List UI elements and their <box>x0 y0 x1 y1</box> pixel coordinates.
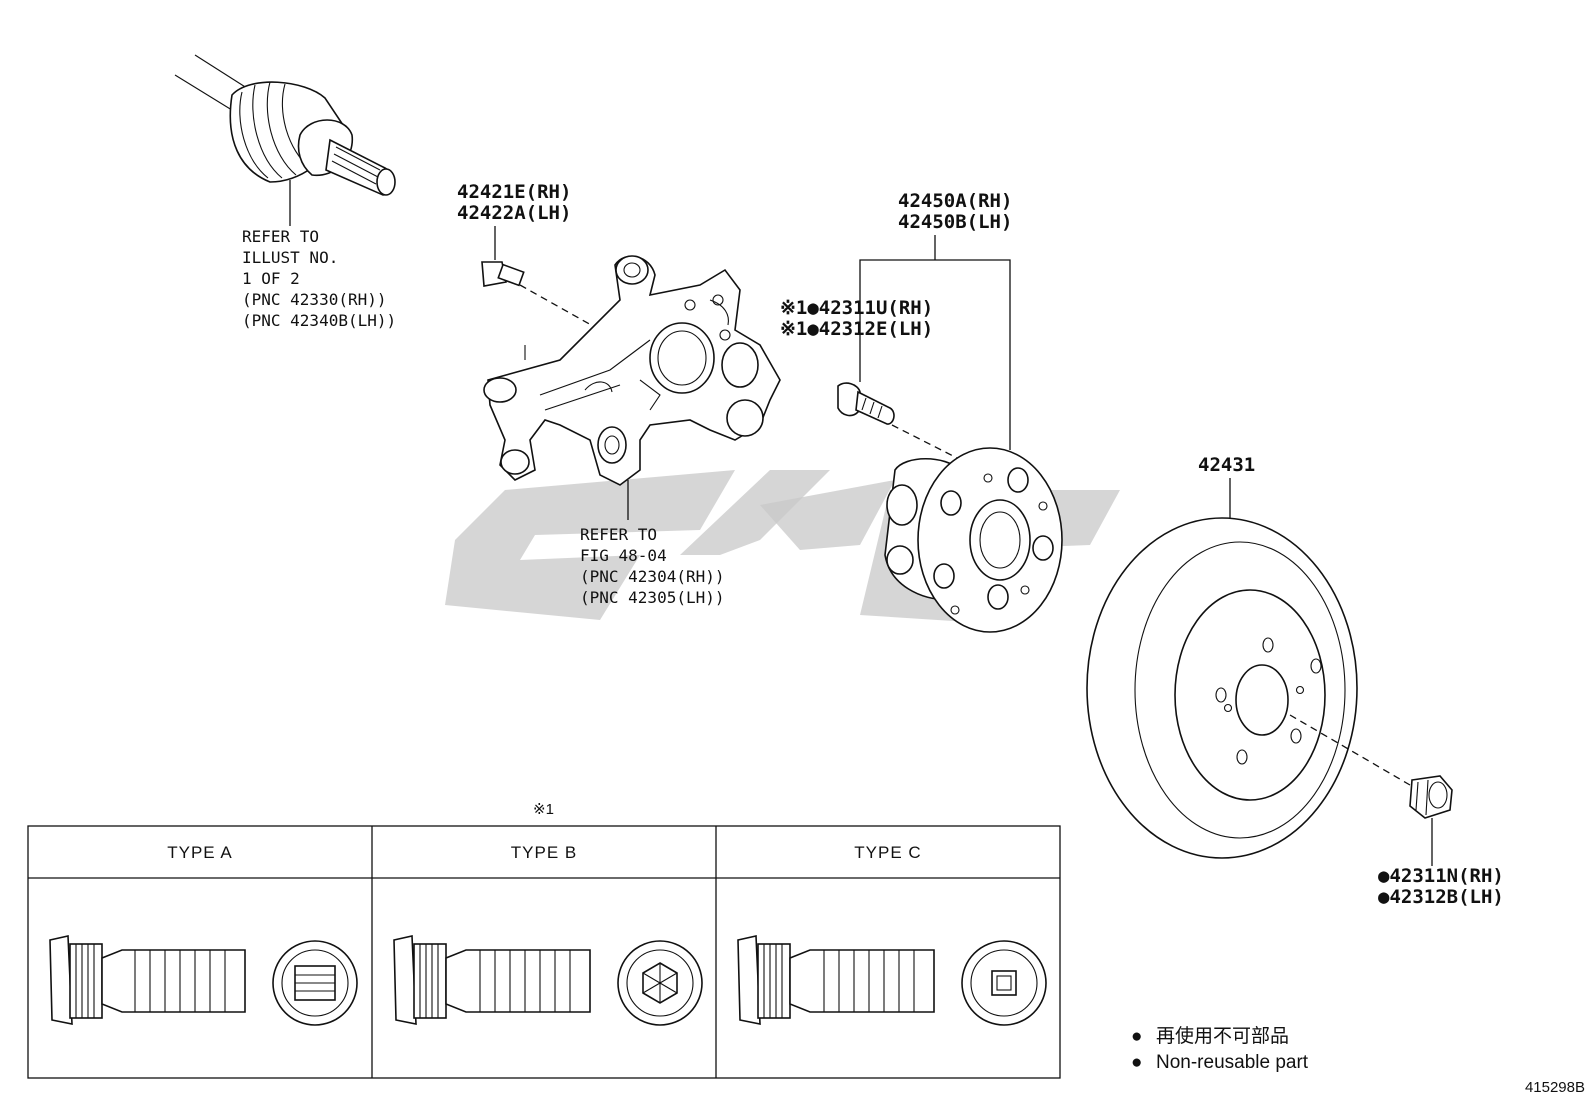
knuckle-bolt-label: 42421E(RH) 42422A(LH) <box>457 181 583 224</box>
type-a-end-view <box>272 940 358 1026</box>
legend-text-en: Non-reusable part <box>1156 1052 1309 1073</box>
illustration-code: 415298B <box>1525 1079 1585 1096</box>
table-marker: ※1 <box>533 801 554 818</box>
assembly-line <box>519 284 601 331</box>
disc-label: 42431 <box>1198 454 1255 476</box>
type-b-header: TYPE B <box>511 843 577 862</box>
type-c-end-view <box>961 940 1047 1026</box>
legend-bullet: ● <box>1131 1026 1142 1047</box>
type-c-bolt <box>737 935 935 1025</box>
type-b-bolt <box>393 935 591 1025</box>
assembly-line <box>891 424 966 463</box>
type-a-header: TYPE A <box>167 843 233 862</box>
legend-text-jp: 再使用不可部品 <box>1156 1025 1289 1047</box>
hub-nut <box>1409 775 1453 819</box>
type-c-header: TYPE C <box>854 843 921 862</box>
drive-shaft-note: REFER TO ILLUST NO. 1 OF 2 (PNC 42330(RH… <box>242 227 396 330</box>
type-b-end-view <box>617 940 703 1026</box>
brake-disc <box>1086 517 1358 859</box>
hub-bolt-label: ※1●42311U(RH) ※1●42312E(LH) <box>780 297 945 340</box>
nut-label: ●42311N(RH) ●42312B(LH) <box>1378 865 1515 908</box>
hub-assembly-label: 42450A(RH) 42450B(LH) <box>898 190 1024 233</box>
legend: ● 再使用不可部品 ● Non-reusable part <box>1131 1025 1309 1073</box>
drive-shaft <box>174 54 396 196</box>
knuckle-note: REFER TO FIG 48-04 (PNC 42304(RH)) (PNC … <box>580 525 734 607</box>
steering-knuckle <box>483 255 781 486</box>
hub-bearing-assembly <box>884 447 1063 633</box>
bolt-type-table <box>27 825 1061 1079</box>
legend-bullet: ● <box>1131 1052 1142 1073</box>
knuckle-bolt <box>481 261 525 287</box>
hub-bolt <box>837 382 895 425</box>
type-a-bolt <box>49 935 246 1025</box>
